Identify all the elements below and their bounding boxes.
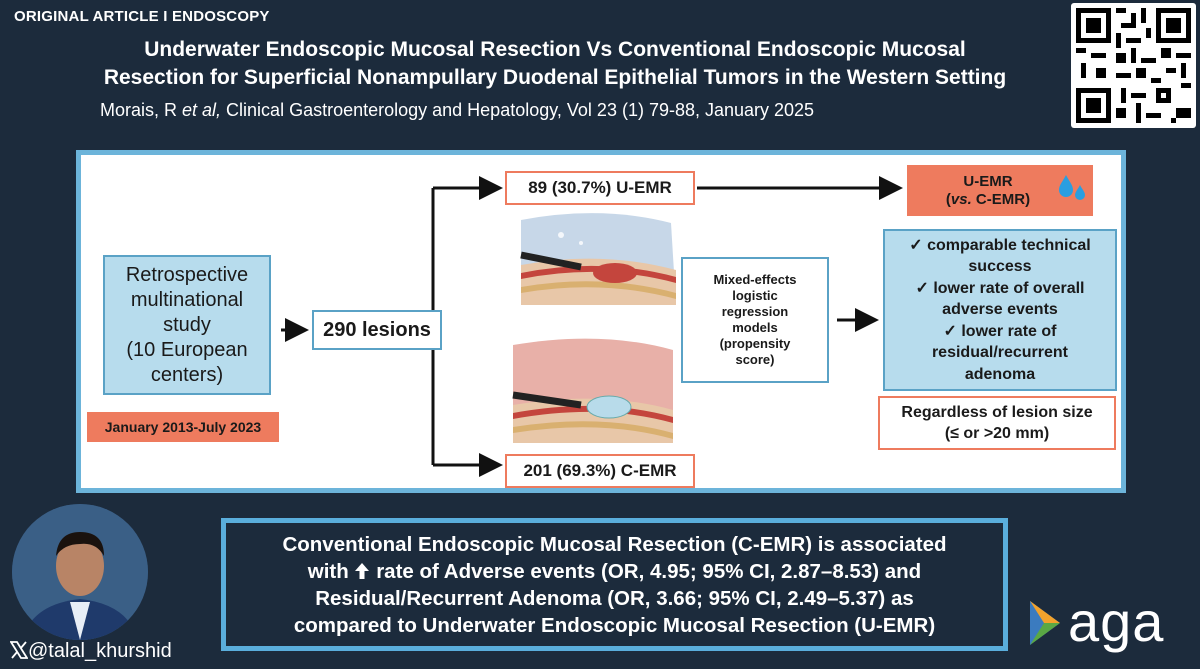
conclusion-line: Residual/Recurrent Adenoma (OR, 3.66; 95… (315, 586, 914, 610)
result-text: residual/recurrent (931, 344, 1069, 362)
result-text: adverse events (942, 301, 1058, 319)
title-line-1: Underwater Endoscopic Mucosal Resection … (144, 38, 966, 61)
lesions-count-box: 290 lesions (312, 310, 442, 350)
social-handle[interactable]: @talal_khurshid (9, 640, 172, 663)
conclusion-box: Conventional Endoscopic Mucosal Resectio… (221, 518, 1008, 651)
result-text: lower rate of overall (933, 279, 1085, 297)
handle-text: @talal_khurshid (28, 640, 172, 662)
check-icon: ✓ (915, 279, 929, 297)
result-text: lower rate of (961, 322, 1057, 340)
author-avatar (12, 504, 148, 640)
model-line: Mixed-effects (713, 272, 797, 287)
conclusion-line: with rate of Adverse events (OR, 4.95; 9… (282, 558, 946, 585)
result-text: adenoma (964, 365, 1036, 383)
water-drops-icon (1059, 175, 1085, 200)
conclusion-line: Conventional Endoscopic Mucosal Resectio… (282, 532, 947, 556)
conclusion-line: compared to Underwater Endoscopic Mucosa… (293, 613, 936, 637)
lesion-size-line: Regardless of lesion size (901, 404, 1093, 421)
study-line: Retrospective (125, 263, 249, 286)
article-category: ORIGINAL ARTICLE I ENDOSCOPY (14, 8, 270, 25)
model-line: logistic (732, 288, 778, 303)
uemr-group-box: 89 (30.7%) U-EMR (505, 171, 695, 205)
result-item: ✓ lower rate of (909, 321, 1090, 343)
study-flow-panel: Retrospective multinational study (10 Eu… (76, 150, 1126, 493)
citation-author: Morais, R (100, 100, 183, 120)
lesion-size-note: Regardless of lesion size (≤ or >20 mm) (878, 396, 1116, 450)
model-line: models (732, 320, 778, 335)
check-icon: ✓ (943, 322, 957, 340)
aga-logo: aga (1028, 590, 1188, 655)
model-line: score) (735, 352, 775, 367)
outcome-title: U-EMR (963, 172, 1013, 190)
outcome-comparison: (vs. C-EMR) (945, 190, 1031, 208)
uemr-illustration (520, 213, 676, 305)
study-line: multinational (130, 288, 244, 311)
conclusion-with: with (307, 559, 349, 583)
study-line: centers) (150, 363, 224, 386)
study-period-badge: January 2013-July 2023 (87, 412, 279, 442)
model-box: Mixed-effects logistic regression models… (681, 257, 829, 383)
flow-connectors (281, 176, 903, 477)
outcome-cemr: C-EMR) (971, 190, 1031, 208)
model-line: regression (721, 304, 789, 319)
up-arrow-icon (355, 562, 370, 579)
conclusion-text: rate of Adverse events (OR, 4.95; 95% CI… (376, 559, 922, 583)
outcome-vs: vs. (950, 190, 972, 208)
study-line: study (163, 313, 211, 336)
result-item: ✓ comparable technical (909, 235, 1090, 257)
study-design-box: Retrospective multinational study (10 Eu… (103, 255, 271, 395)
results-box: ✓ comparable technical success ✓ lower r… (883, 229, 1117, 391)
title-line-2: Resection for Superficial Nonampullary D… (103, 66, 1007, 89)
citation-etal: et al, (182, 100, 222, 120)
check-icon: ✓ (909, 236, 923, 254)
cemr-group-box: 201 (69.3%) C-EMR (505, 454, 695, 488)
x-logo-icon (9, 641, 29, 659)
aga-logo-text: aga (1068, 590, 1165, 653)
citation: Morais, R et al, Clinical Gastroenterolo… (100, 100, 814, 121)
model-line: (propensity (719, 336, 791, 351)
result-text: comparable technical (927, 236, 1091, 254)
result-item: ✓ lower rate of overall (909, 278, 1090, 300)
citation-journal: Clinical Gastroenterology and Hepatology… (221, 100, 815, 120)
result-text: success (968, 258, 1032, 276)
cemr-illustration (512, 338, 673, 443)
outcome-box: U-EMR (vs. C-EMR) (907, 165, 1093, 216)
lesion-size-line: (≤ or >20 mm) (944, 425, 1050, 442)
qr-code-icon[interactable] (1071, 3, 1196, 128)
study-line: (10 European (126, 338, 248, 361)
